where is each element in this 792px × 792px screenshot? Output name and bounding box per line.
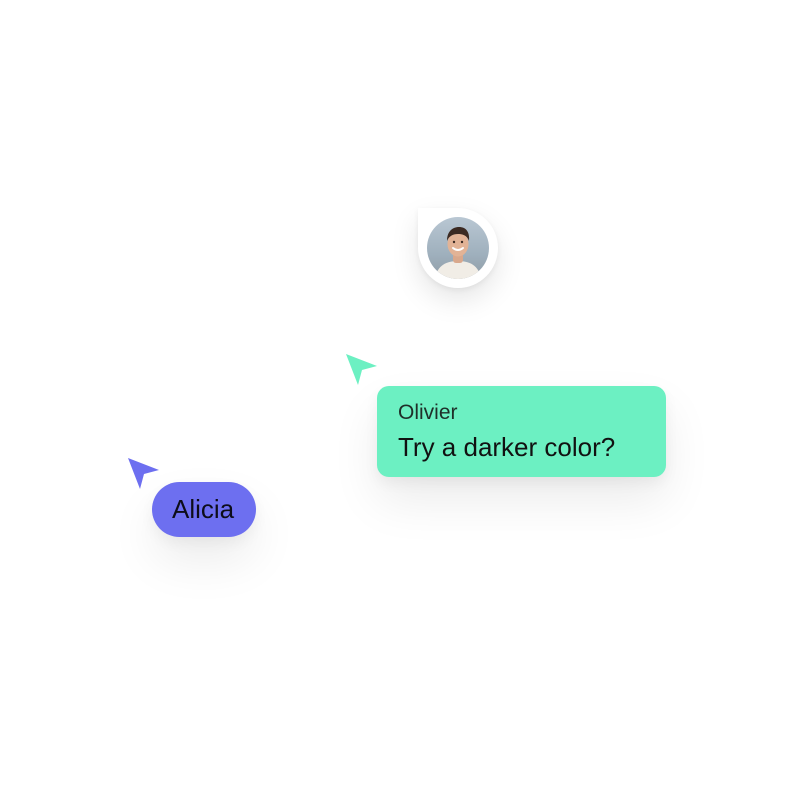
alicia-name-tag: Alicia bbox=[152, 482, 257, 537]
alicia-cursor-icon bbox=[126, 456, 160, 490]
avatar-comment-pin[interactable] bbox=[418, 208, 498, 288]
comment-bubble[interactable]: Olivier Try a darker color? bbox=[377, 386, 666, 477]
avatar bbox=[427, 217, 489, 279]
comment-text: Try a darker color? bbox=[398, 432, 616, 462]
comment-author: Olivier bbox=[398, 401, 458, 424]
olivier-cursor-icon bbox=[344, 352, 378, 386]
